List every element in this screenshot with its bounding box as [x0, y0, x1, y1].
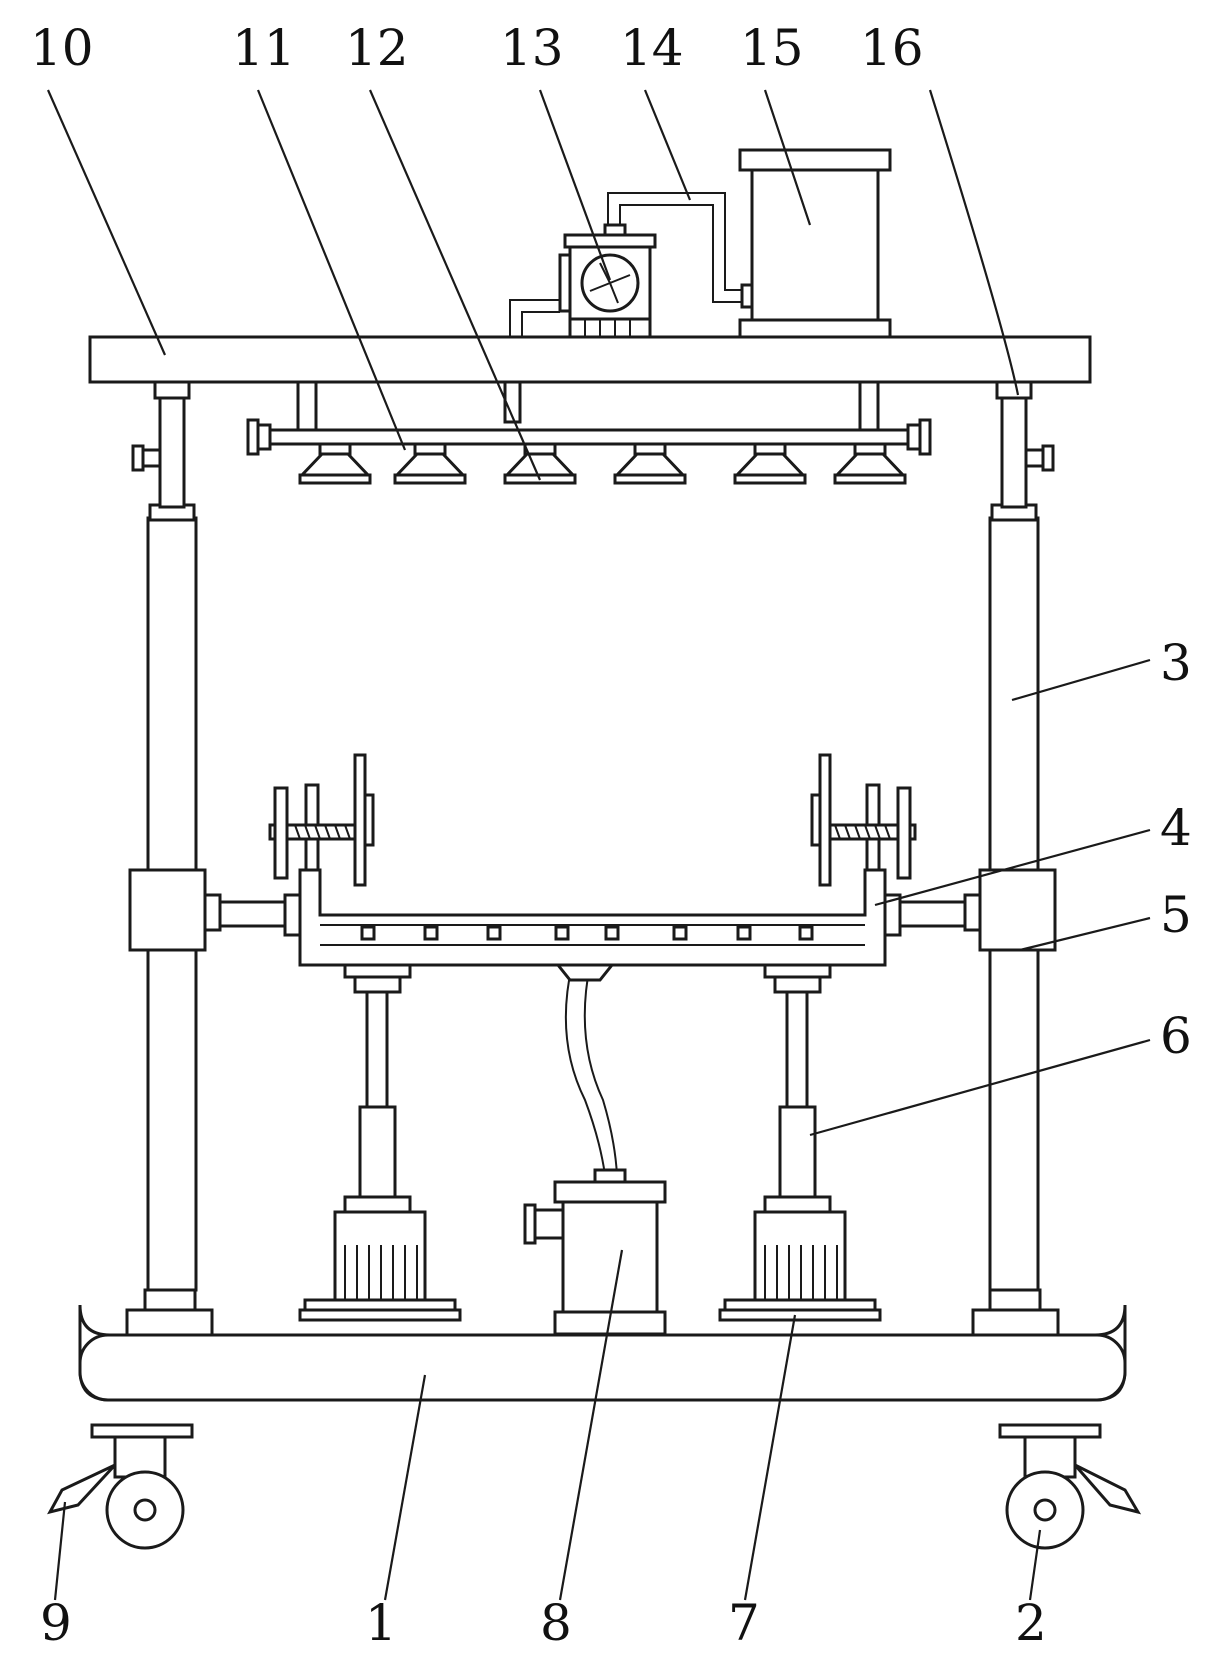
left-clamp-assembly — [268, 753, 375, 887]
right-clamp-assembly — [810, 753, 917, 887]
fan-unit — [558, 223, 657, 339]
leader-lines — [46, 89, 1151, 1601]
right-lift-cylinder — [718, 963, 882, 1322]
label-5: 5 — [1160, 886, 1192, 944]
top-plate — [88, 335, 1092, 384]
liquid-tank — [738, 148, 892, 339]
nozzle-6 — [833, 442, 907, 485]
label-4: 4 — [1160, 799, 1192, 857]
label-14: 14 — [620, 19, 684, 77]
label-3: 3 — [1160, 634, 1192, 692]
spray-bar — [246, 380, 932, 456]
label-15: 15 — [740, 19, 804, 77]
label-11: 11 — [232, 19, 296, 77]
clamp-tray — [283, 868, 902, 967]
label-1: 1 — [365, 1594, 397, 1652]
nozzle-5 — [733, 442, 807, 485]
right-caster-wheel — [998, 1423, 1142, 1550]
connecting-pipes — [509, 192, 754, 337]
nozzle-4 — [613, 442, 687, 485]
label-2: 2 — [1015, 1594, 1047, 1652]
hydraulic-pump — [523, 963, 667, 1336]
part-labels: 10 11 12 13 14 15 16 3 4 5 6 9 1 8 7 2 — [30, 19, 1192, 1652]
nozzle-2 — [393, 442, 467, 485]
label-16: 16 — [860, 19, 924, 77]
left-slide-block — [128, 868, 292, 952]
label-12: 12 — [345, 19, 409, 77]
nozzle-3 — [503, 442, 577, 485]
left-lift-cylinder — [298, 963, 462, 1322]
left-caster-wheel — [47, 1423, 194, 1550]
spray-nozzles — [298, 442, 907, 485]
label-8: 8 — [540, 1594, 572, 1652]
left-column — [125, 378, 214, 1337]
right-slide-block — [893, 868, 1057, 952]
label-7: 7 — [728, 1594, 760, 1652]
label-6: 6 — [1160, 1007, 1192, 1065]
nozzle-1 — [298, 442, 372, 485]
label-13: 13 — [500, 19, 564, 77]
label-9: 9 — [40, 1594, 72, 1652]
label-10: 10 — [30, 19, 94, 77]
